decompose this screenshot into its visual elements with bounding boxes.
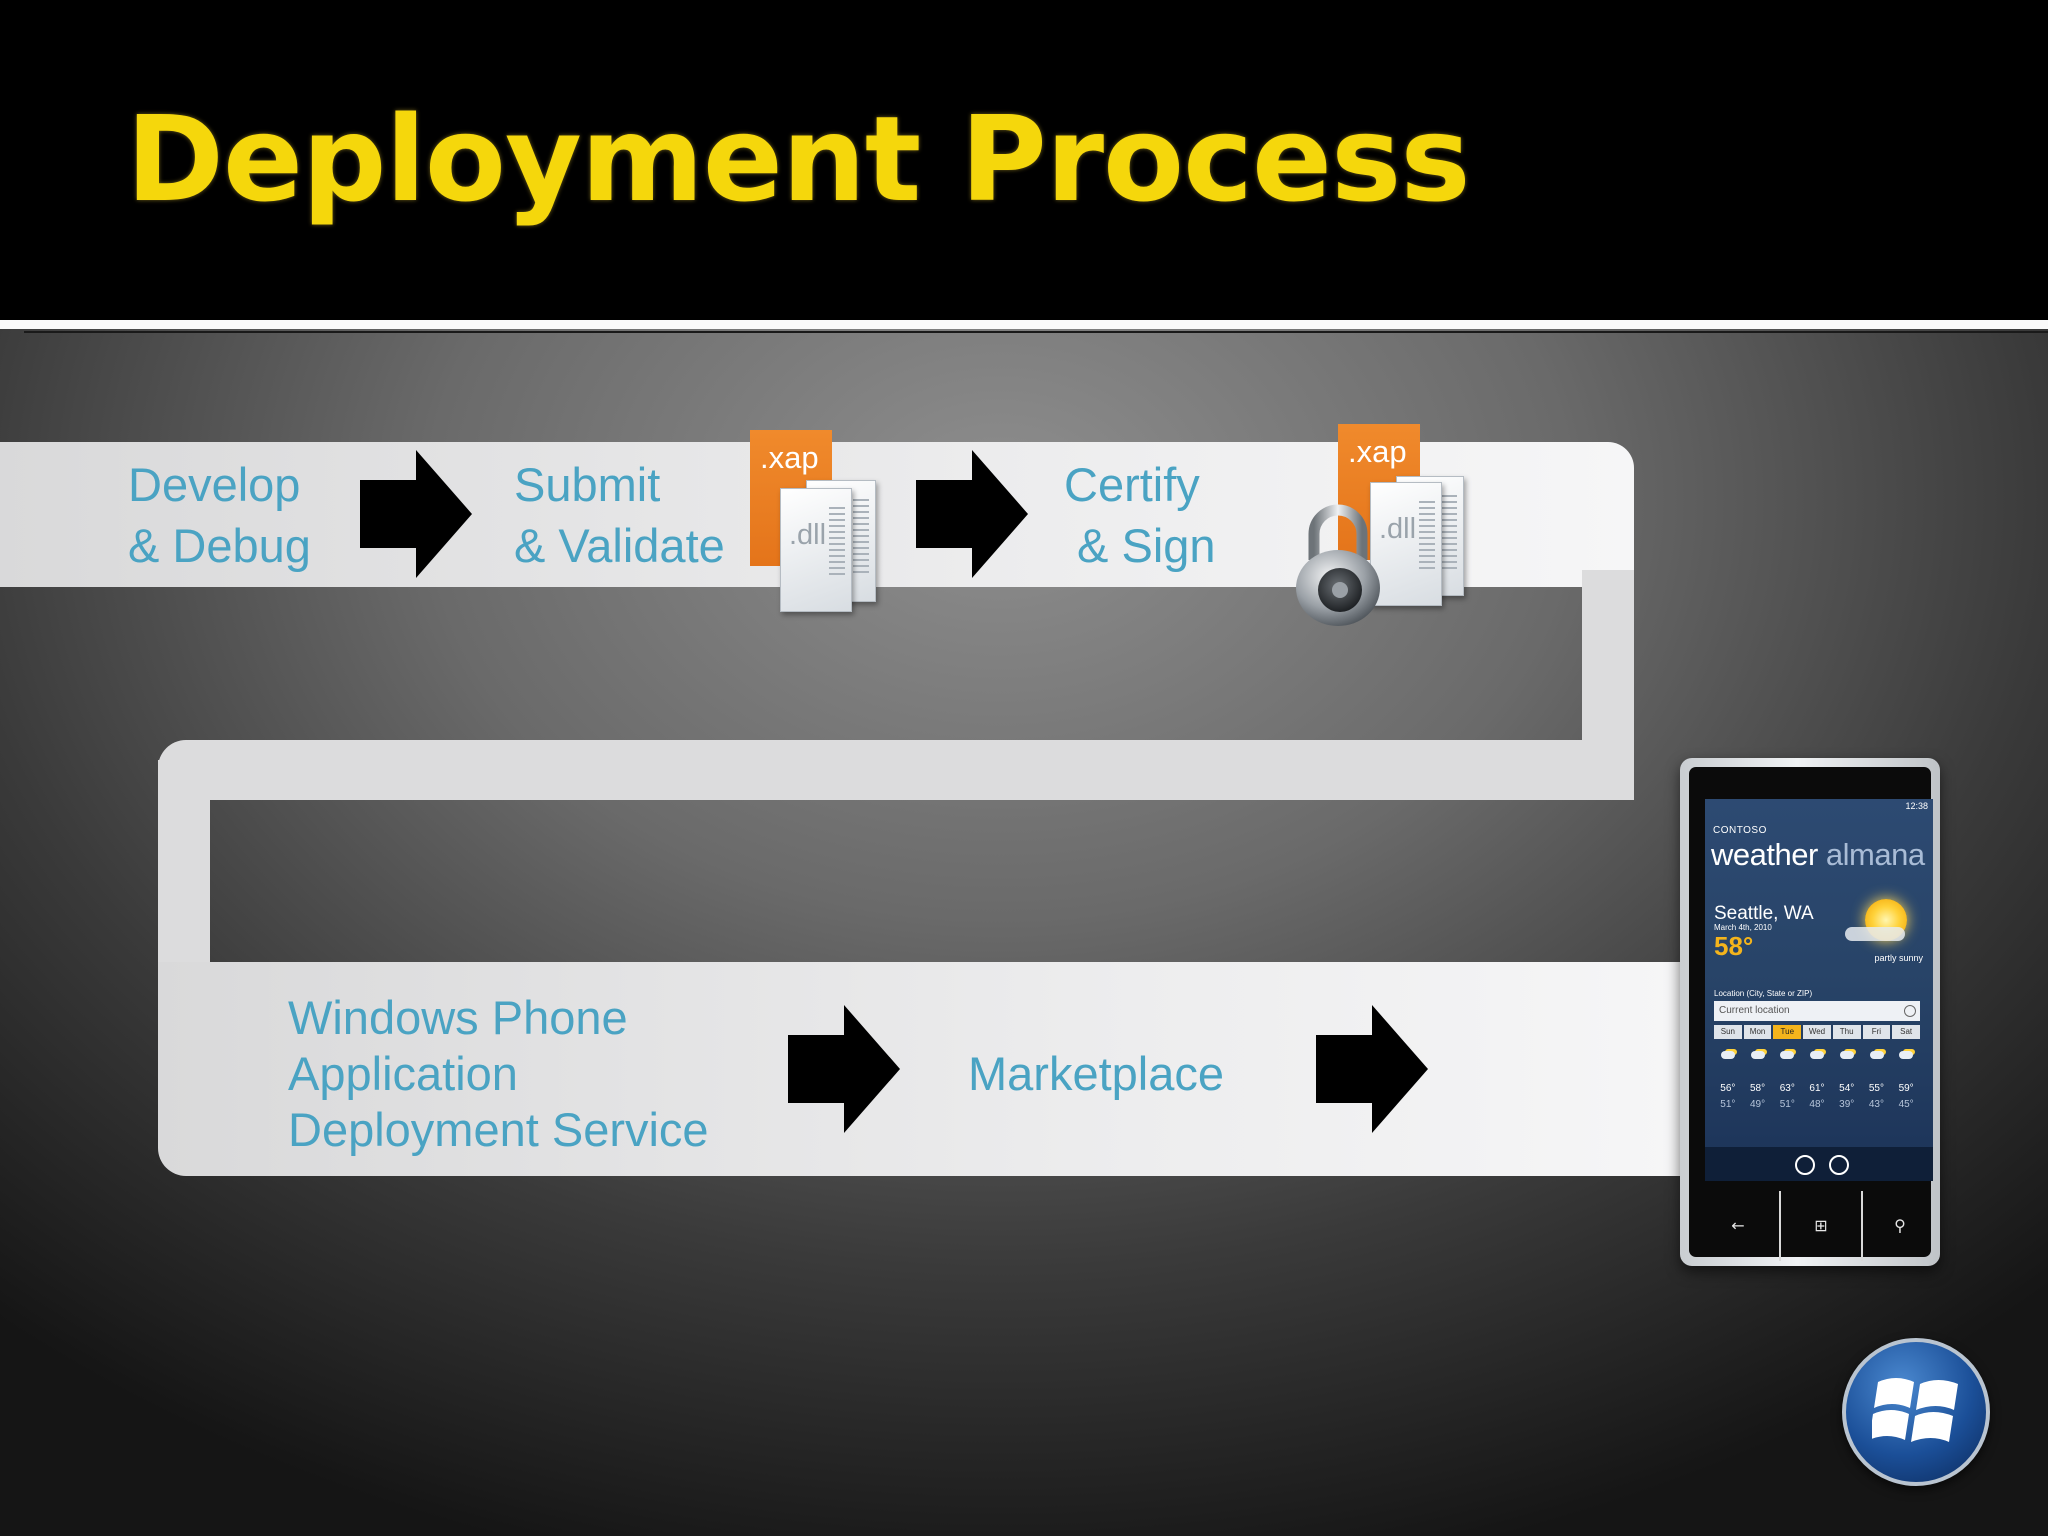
forecast-high: 63°	[1779, 1083, 1795, 1094]
step-deployment-service: Windows Phone Application Deployment Ser…	[288, 991, 709, 1156]
weather-icon	[1892, 1041, 1920, 1081]
padlock-icon	[1296, 504, 1380, 626]
arrow-right-icon	[360, 450, 472, 578]
forecast-high: 54°	[1839, 1083, 1855, 1094]
forecast-low: 49°	[1750, 1099, 1766, 1110]
weather-city: Seattle, WA	[1714, 903, 1814, 924]
weather-date: March 4th, 2010	[1714, 923, 1772, 932]
signed-package-icon: .xap .dll	[1290, 424, 1470, 626]
windows-logo-icon	[1842, 1338, 1990, 1486]
xap-label: .xap	[1348, 434, 1407, 469]
forecast-high: 56°	[1720, 1083, 1736, 1094]
hardware-keys: ← ⊞ ⚲	[1698, 1191, 1940, 1261]
arrow-right-icon	[788, 1005, 900, 1133]
forecast-day: Fri	[1862, 1025, 1891, 1039]
forecast-high: 59°	[1898, 1083, 1914, 1094]
title-divider	[0, 320, 2048, 329]
app-title-part-2: almana	[1825, 837, 1925, 872]
settings-icon[interactable]	[1795, 1155, 1815, 1175]
forecast-high: 61°	[1809, 1083, 1825, 1094]
location-input[interactable]: Current location	[1714, 1001, 1920, 1021]
forecast-day: Sun	[1714, 1025, 1742, 1039]
cloud-icon	[1845, 927, 1905, 941]
step-marketplace: Marketplace	[968, 1047, 1224, 1100]
locate-icon[interactable]	[1904, 1005, 1916, 1017]
dll-label: .dll	[789, 519, 827, 551]
title-bar: Deployment Process	[0, 0, 2048, 320]
step-develop-debug: Develop & Debug	[128, 458, 311, 572]
xap-label: .xap	[760, 440, 819, 475]
phone-bezel: 12:38 CONTOSO weather almana Seattle, WA…	[1689, 767, 1933, 1261]
forecast-day: Sat	[1892, 1025, 1920, 1039]
app-brand: CONTOSO	[1713, 825, 1767, 836]
weather-icon	[1744, 1041, 1772, 1081]
weather-icon	[1863, 1041, 1891, 1081]
forecast-low: 48°	[1809, 1099, 1825, 1110]
step-submit-validate: Submit & Validate	[514, 458, 725, 572]
forecast-day-selected: Tue	[1773, 1025, 1802, 1039]
weather-condition: partly sunny	[1874, 953, 1923, 963]
search-key-icon[interactable]: ⚲	[1894, 1216, 1906, 1235]
flow-band-middle	[158, 740, 1634, 800]
forecast-low: 51°	[1720, 1099, 1736, 1110]
app-bar	[1705, 1147, 1933, 1181]
back-key-icon[interactable]: ←	[1731, 1216, 1745, 1235]
arrow-right-icon	[1316, 1005, 1428, 1133]
weather-temperature: 58°	[1714, 931, 1754, 961]
location-label: Location (City, State or ZIP)	[1714, 989, 1813, 998]
flow-band-left-connector	[158, 760, 210, 1000]
forecast-day: Mon	[1743, 1025, 1772, 1039]
forecast-low: 45°	[1898, 1099, 1914, 1110]
weather-icon	[1833, 1041, 1861, 1081]
app-title: weather almana	[1711, 837, 1925, 873]
slide-title: Deployment Process	[126, 90, 1471, 228]
dll-file-icon: .dll	[1370, 482, 1442, 606]
favorite-icon[interactable]	[1829, 1155, 1849, 1175]
phone-clock: 12:38	[1905, 801, 1928, 811]
forecast-high: 58°	[1750, 1083, 1766, 1094]
start-key-icon[interactable]: ⊞	[1779, 1191, 1863, 1261]
step-certify-sign: Certify & Sign	[1064, 458, 1216, 572]
location-input-value: Current location	[1719, 1005, 1790, 1016]
weather-icon	[1773, 1041, 1801, 1081]
weather-icon	[1714, 1041, 1742, 1081]
forecast-day: Wed	[1803, 1025, 1831, 1039]
forecast-high: 55°	[1868, 1083, 1884, 1094]
forecast-day: Thu	[1832, 1025, 1861, 1039]
arrow-right-icon	[916, 450, 1028, 578]
windows-phone-device: 12:38 CONTOSO weather almana Seattle, WA…	[1680, 758, 1940, 1266]
flow-band-bottom	[158, 962, 1688, 1176]
windows-flag-icon	[1872, 1378, 1958, 1442]
weather-icon	[1803, 1041, 1831, 1081]
dll-label: .dll	[1379, 513, 1417, 545]
phone-screen: 12:38 CONTOSO weather almana Seattle, WA…	[1705, 799, 1933, 1181]
forecast-low: 39°	[1839, 1099, 1855, 1110]
dll-file-icon: .dll	[780, 488, 852, 612]
package-files-icon: .xap .dll	[750, 430, 890, 612]
app-title-part-1: weather	[1711, 837, 1818, 872]
forecast-low: 43°	[1868, 1099, 1884, 1110]
forecast-low: 51°	[1779, 1099, 1795, 1110]
title-divider-line	[24, 331, 2048, 333]
forecast-grid: Sun Mon Tue Wed Thu Fri Sat 56° 58°	[1714, 1025, 1920, 1113]
